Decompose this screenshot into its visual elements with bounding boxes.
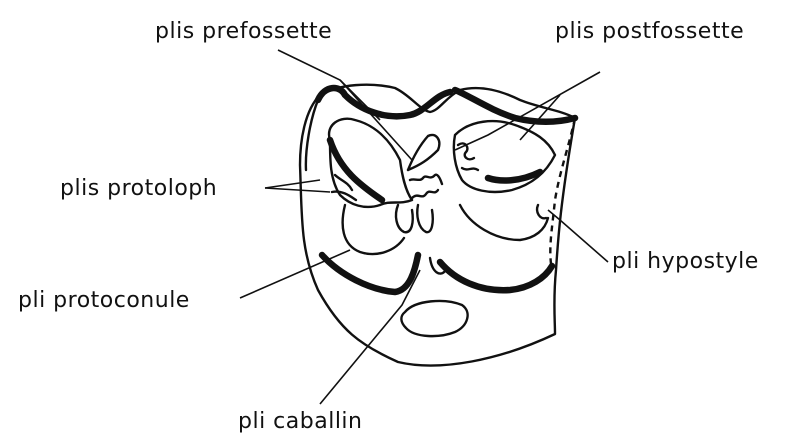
lower-right-loph [430, 205, 552, 290]
protocone-island [401, 301, 467, 336]
label-plis-postfossette: plis postfossette [555, 19, 744, 44]
label-plis-protoloph: plis protoloph [60, 176, 217, 201]
label-pli-caballin: pli caballin [238, 409, 363, 434]
label-pli-protoconule: pli protoconule [18, 288, 190, 313]
postfossette [454, 121, 555, 192]
tooth-outline [300, 85, 575, 366]
label-pli-hypostyle: pli hypostyle [612, 249, 759, 274]
label-plis-prefossette: plis prefossette [155, 19, 332, 44]
